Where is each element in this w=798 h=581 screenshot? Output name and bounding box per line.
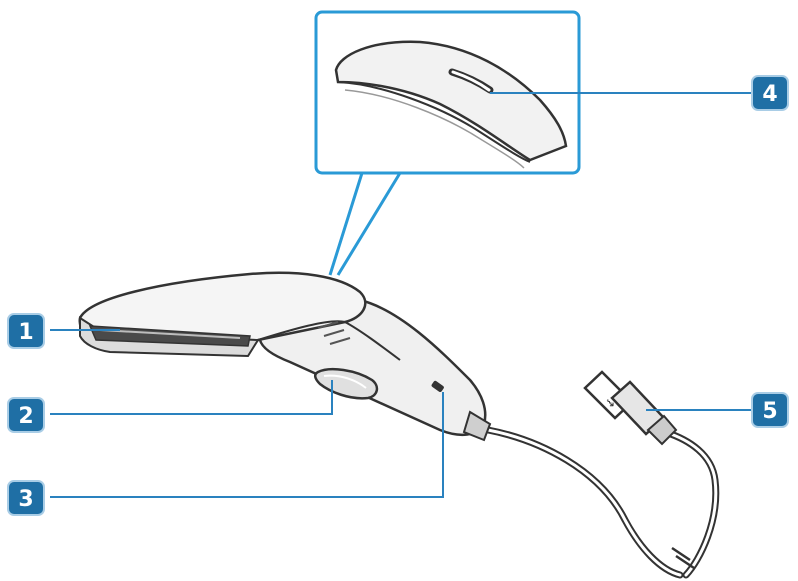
zoom-pointer [330, 173, 400, 275]
callout-2: 2 [8, 398, 44, 432]
callout-number: 4 [762, 82, 777, 107]
callout-4: 4 [752, 76, 788, 110]
usb-cable [488, 430, 716, 575]
callout-5: 5 [752, 393, 788, 427]
cable-break-mark [672, 548, 694, 568]
leader-line-2 [50, 380, 332, 414]
callout-number: 3 [18, 487, 33, 512]
usb-connector: ⇝ [585, 372, 676, 444]
callout-1: 1 [8, 314, 44, 348]
callout-3: 3 [8, 481, 44, 515]
callout-number: 5 [762, 399, 777, 424]
callout-number: 2 [18, 404, 33, 429]
zoom-inset [316, 12, 579, 275]
leader-line-3 [50, 392, 443, 497]
callout-number: 1 [18, 320, 33, 345]
